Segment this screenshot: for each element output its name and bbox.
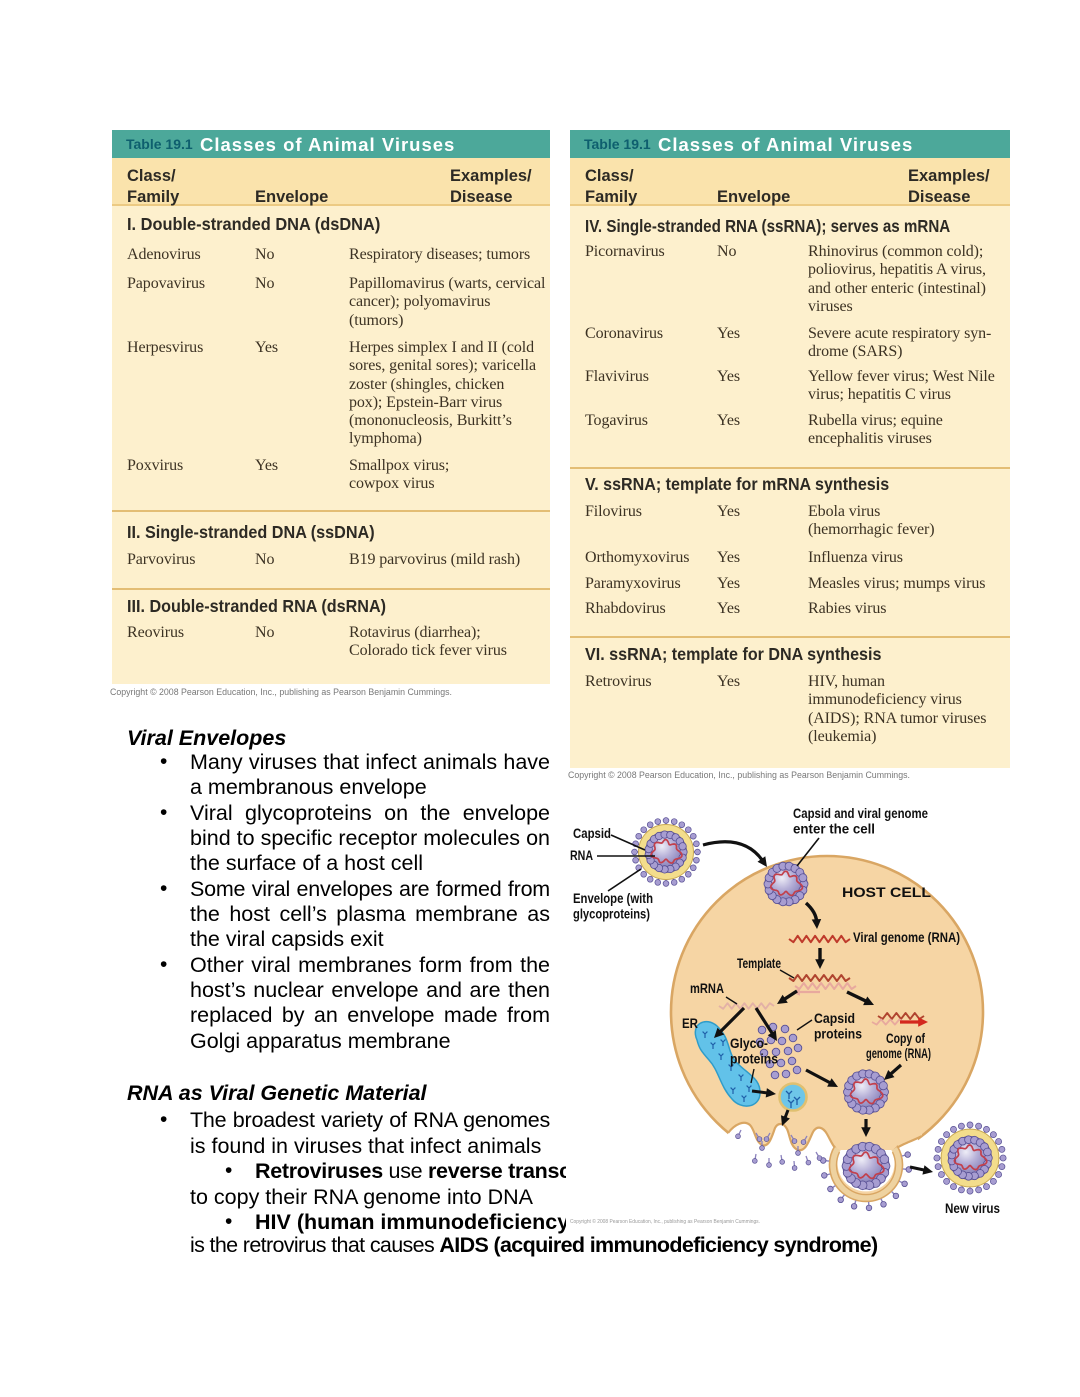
svg-text:Capsid and viral genome: Capsid and viral genome (793, 806, 928, 821)
svg-text:Copyright © 2008 Pearson Educa: Copyright © 2008 Pearson Education, Inc.… (570, 1218, 760, 1225)
svg-text:Glyco-: Glyco- (730, 1036, 768, 1051)
svg-text:proteins: proteins (814, 1027, 862, 1042)
svg-text:genome (RNA): genome (RNA) (866, 1046, 931, 1061)
svg-text:RNA: RNA (570, 848, 593, 863)
svg-text:enter the cell: enter the cell (793, 822, 875, 837)
svg-text:New virus: New virus (945, 1201, 1000, 1216)
svg-text:Capsid: Capsid (573, 826, 611, 841)
svg-text:glycoproteins): glycoproteins) (573, 907, 650, 922)
svg-text:proteins: proteins (730, 1052, 778, 1067)
svg-text:Viral genome (RNA): Viral genome (RNA) (853, 930, 960, 945)
svg-text:Capsid: Capsid (814, 1011, 855, 1026)
svg-text:Template: Template (737, 956, 781, 971)
svg-text:ER: ER (682, 1016, 698, 1031)
svg-text:Envelope (with: Envelope (with (573, 891, 653, 906)
svg-text:Copy of: Copy of (886, 1031, 925, 1046)
svg-text:HOST CELL: HOST CELL (842, 885, 931, 900)
svg-text:mRNA: mRNA (690, 981, 724, 996)
